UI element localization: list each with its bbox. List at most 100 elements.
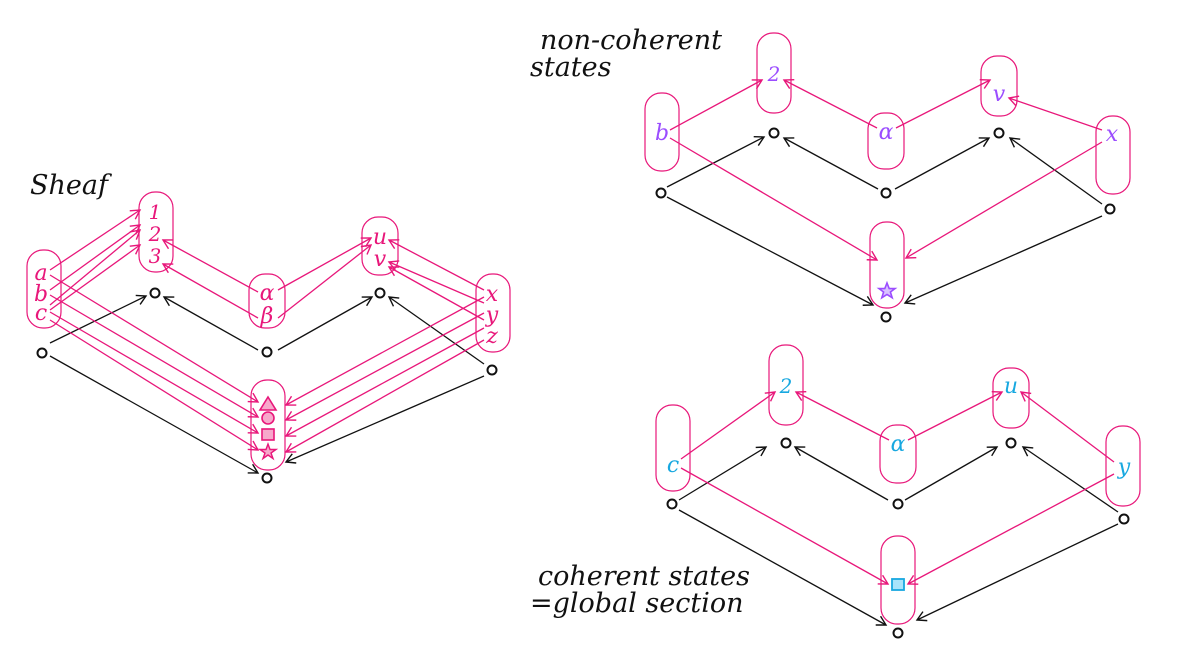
sheaf-arrow (49, 294, 260, 418)
square-icon (891, 578, 905, 591)
fiber-box-top-left (768, 344, 804, 426)
sheaf-arrow (284, 327, 485, 437)
fiber-box-right (475, 273, 511, 353)
fiber-box-bottom (250, 379, 286, 471)
star-icon (876, 280, 898, 300)
base-node (261, 472, 273, 484)
element-label: b (34, 282, 48, 307)
base-node (993, 127, 1005, 139)
coherent-panel: c 2 α u y (655, 344, 1141, 639)
base-node (1104, 203, 1116, 215)
fiber-box-middle (248, 273, 286, 329)
section-arrow (680, 391, 777, 460)
element-label: β (260, 304, 274, 329)
base-arrow (894, 137, 991, 190)
fiber-box-middle (867, 112, 905, 170)
element-label: 2 (767, 62, 781, 86)
section-arrow (669, 79, 764, 131)
fiber-box-left (644, 92, 680, 172)
element-label: u (373, 225, 387, 250)
base-arrow (678, 446, 768, 501)
element-label: α (260, 281, 275, 306)
circle-icon (261, 411, 275, 425)
element-label: 3 (149, 244, 162, 268)
base-arrow (49, 355, 260, 474)
base-node (655, 187, 667, 199)
section-arrow (782, 78, 878, 129)
element-label: a (34, 261, 47, 286)
sheaf-arrow (49, 319, 260, 451)
element-label: x (1106, 122, 1119, 147)
sheaf-arrow (387, 239, 485, 291)
element-label: y (485, 303, 499, 328)
sheaf-arrow (387, 266, 485, 321)
base-arrow (793, 446, 889, 501)
sheaf-arrow (161, 263, 259, 319)
section-arrow (669, 137, 879, 261)
base-node (1118, 513, 1130, 525)
sheaf-arrow (284, 339, 485, 453)
element-label: α (891, 432, 906, 457)
sheaf-arrow (49, 274, 260, 403)
base-arrow (904, 446, 999, 501)
element-label: v (374, 247, 387, 272)
base-arrow (387, 296, 485, 365)
sheaf-arrow (49, 209, 142, 271)
sheaf-arrow (284, 296, 485, 406)
section-arrow (906, 473, 1115, 585)
element-label: 2 (779, 374, 793, 398)
base-node (892, 627, 904, 639)
base-node (780, 437, 792, 449)
base-arrow (277, 296, 374, 351)
element-label: 2 (148, 222, 162, 246)
element-label: x (486, 282, 499, 307)
section-arrow (794, 390, 890, 441)
coherent-title-line1: coherent states (538, 561, 750, 592)
base-arrow (782, 137, 879, 190)
element-label: α (879, 120, 894, 145)
base-node (261, 346, 273, 358)
base-arrow (1008, 137, 1103, 205)
star-icon (257, 441, 279, 461)
base-node (768, 127, 780, 139)
triangle-icon (258, 395, 278, 411)
noncoherent-title-line1: non-coherent (540, 25, 722, 56)
fiber-box-middle (879, 424, 917, 484)
element-label: b (655, 121, 669, 146)
base-arrow (49, 294, 148, 344)
sheaf-arrow (49, 229, 142, 306)
fiber-box-bottom (869, 221, 905, 309)
base-arrow (162, 296, 259, 351)
sheaf-title: Sheaf (30, 170, 112, 201)
element-label: v (993, 82, 1006, 107)
base-node (880, 187, 892, 199)
element-label: u (1004, 374, 1018, 399)
base-arrow (1021, 446, 1119, 513)
element-label: c (667, 453, 679, 478)
base-arrow (284, 375, 485, 464)
fiber-box-right (1095, 115, 1131, 195)
base-node (374, 287, 386, 299)
base-node (666, 498, 678, 510)
square-icon (261, 428, 275, 441)
noncoherent-title-line2: states (530, 52, 612, 83)
base-arrow (915, 523, 1119, 622)
sheaf-panel: a b c 1 2 3 α β u v x y z (26, 191, 511, 484)
base-node (880, 311, 892, 323)
element-label: 1 (149, 200, 162, 224)
base-node (1005, 437, 1017, 449)
fiber-box-left (26, 249, 62, 329)
fiber-box-right (1105, 425, 1141, 507)
base-arrow (678, 509, 888, 626)
element-label: y (1117, 455, 1131, 480)
section-arrow (680, 467, 890, 585)
section-arrow (895, 78, 992, 129)
sheaf-arrow (277, 237, 373, 291)
element-label: c (35, 301, 47, 326)
base-node (149, 287, 161, 299)
noncoherent-panel: b 2 α v x (644, 32, 1131, 323)
base-node (36, 347, 48, 359)
section-arrow (1019, 391, 1115, 463)
sheaf-arrow (49, 244, 142, 311)
